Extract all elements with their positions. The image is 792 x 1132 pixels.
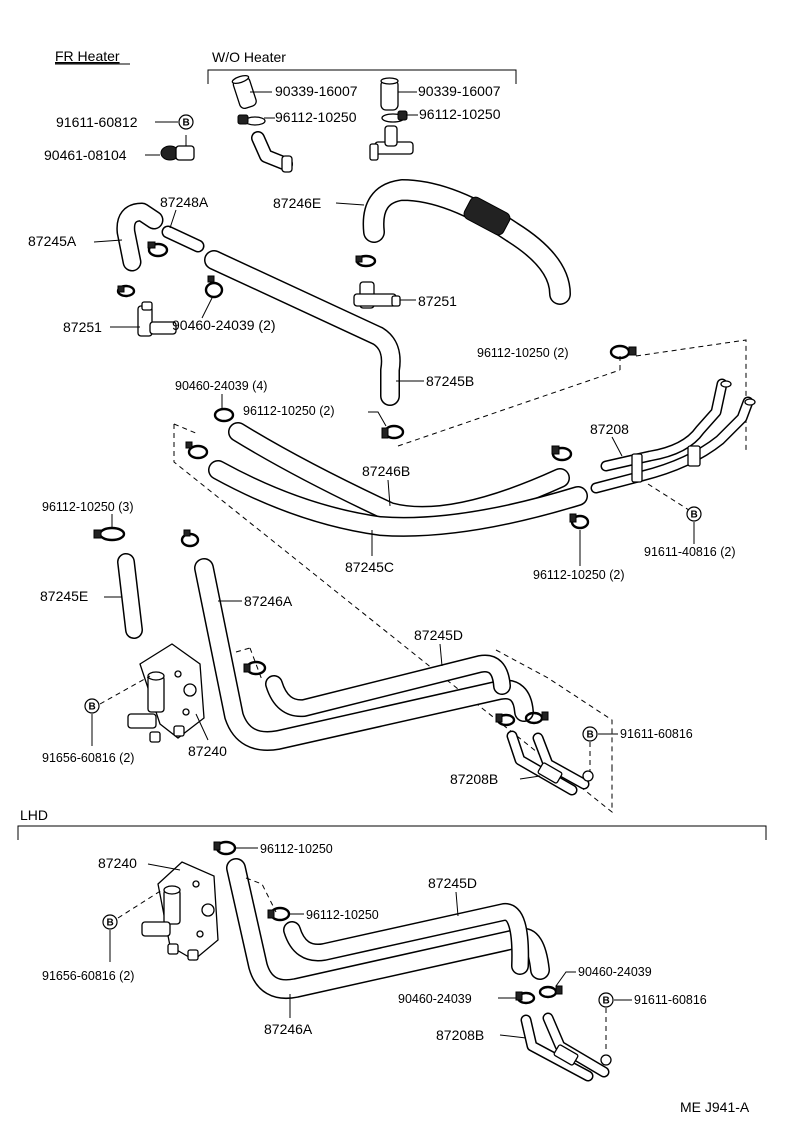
clamp-icon [213,840,237,856]
clamp-icon [180,529,200,548]
hose-87246b [228,422,570,526]
hose-87246e [362,179,571,305]
tee-87251-right [353,254,401,309]
bolt-icon: B [598,992,614,1008]
valve-87240-upper [127,643,205,743]
label-87245d: 87245D [414,627,463,643]
label-96112-10250-wo-left: 96112-10250 [275,109,357,125]
label-96112-10250-2-mid: 96112-10250 (2) [243,404,335,418]
hose-lhd-87246a [226,858,550,999]
hose-87245a [116,202,164,272]
svg-text:B: B [107,918,114,929]
pipe-87208 [590,378,756,494]
clamp-icon [381,424,405,440]
clamp-icon [551,445,573,462]
clamp-icon [515,991,536,1005]
label-90461-08104: 90461-08104 [44,147,127,163]
clamp-icon [213,407,235,423]
clamp-icon [569,513,590,530]
clamp-icon [524,711,549,725]
label-lhd-87245d: 87245D [428,875,477,891]
clamp-icon [243,660,267,676]
clamp-icon [204,275,224,299]
bolt-icon: B [178,114,194,130]
label-lhd-91611-60816: 91611-60816 [634,993,707,1007]
hose-87246a [194,558,534,751]
clamp-icon [185,441,209,460]
label-87251-left: 87251 [63,319,102,335]
label-lhd-96112-10250-a: 96112-10250 [260,842,333,856]
hose-87245d [265,654,511,718]
svg-text:B: B [603,996,610,1007]
label-90460-24039-2: 90460-24039 (2) [172,317,276,333]
wo-heater-heading: W/O Heater [212,49,286,65]
svg-text:B: B [183,118,190,129]
label-87208b: 87208B [450,771,498,787]
clamp-icon [93,526,126,542]
label-91611-40816-2: 91611-40816 (2) [644,545,736,559]
pipe-lhd-87208b [520,1012,612,1082]
label-lhd-87240: 87240 [98,855,137,871]
bolt-icon: B [102,914,118,930]
label-lhd-90460-24039-b: 90460-24039 [398,992,472,1006]
wo-heater-caps [231,74,414,173]
clamp-icon [495,713,516,727]
label-91611-60816: 91611-60816 [620,727,693,741]
label-87245a: 87245A [28,233,77,249]
lhd-heading: LHD [20,807,48,823]
bolt-icon: B [582,726,598,742]
label-87245c: 87245C [345,559,394,575]
bolt-icon: B [84,698,100,714]
label-96112-10250-wo-right: 96112-10250 [419,106,501,122]
pipe-87208b-upper [506,730,594,796]
label-87251-right: 87251 [418,293,457,309]
label-lhd-90460-24039-a: 90460-24039 [578,965,652,979]
svg-text:B: B [691,510,698,521]
label-lhd-96112-10250-b: 96112-10250 [306,908,379,922]
hose-lhd-87245d [283,903,530,975]
clamp-icon [538,985,563,999]
valve-87240-lhd [141,861,219,961]
label-87245e: 87245E [40,588,88,604]
label-87248a: 87248A [160,194,209,210]
label-96112-10250-3: 96112-10250 (3) [42,500,134,514]
fr-heater-heading: FR Heater [55,48,120,64]
label-87208: 87208 [590,421,629,437]
svg-text:B: B [587,730,594,741]
label-96112-10250-2-low: 96112-10250 (2) [533,568,625,582]
lhd-bracket [17,825,767,840]
diagram-code: ME J941-A [680,1099,750,1115]
svg-text:B: B [89,702,96,713]
pipe-87248a [161,225,205,253]
hose-87245b [204,250,401,406]
label-lhd-87208b: 87208B [436,1027,484,1043]
tee-87251-left [116,284,177,337]
label-87246e: 87246E [273,195,321,211]
grommet-icon [160,135,195,161]
label-87246b: 87246B [362,463,410,479]
label-lhd-91656-60816-2: 91656-60816 (2) [42,969,134,983]
label-91656-60816-2: 91656-60816 (2) [42,751,134,765]
label-90460-24039-4: 90460-24039 (4) [175,379,267,393]
hose-87245c [208,460,588,537]
clamp-icon [267,906,291,922]
label-87240: 87240 [188,743,227,759]
label-lhd-87246a: 87246A [264,1021,313,1037]
label-91611-60812: 91611-60812 [56,114,138,130]
hose-87245e [117,553,143,639]
label-90339-16007-right: 90339-16007 [418,83,501,99]
label-87246a: 87246A [244,593,293,609]
label-96112-10250-2-top: 96112-10250 (2) [477,346,569,360]
clamp-icon [609,344,637,360]
bolt-icon: B [686,506,702,522]
clamp-icon [147,241,169,258]
label-90339-16007-left: 90339-16007 [275,83,358,99]
label-87245b: 87245B [426,373,474,389]
wo-heater-bracket [207,69,517,84]
